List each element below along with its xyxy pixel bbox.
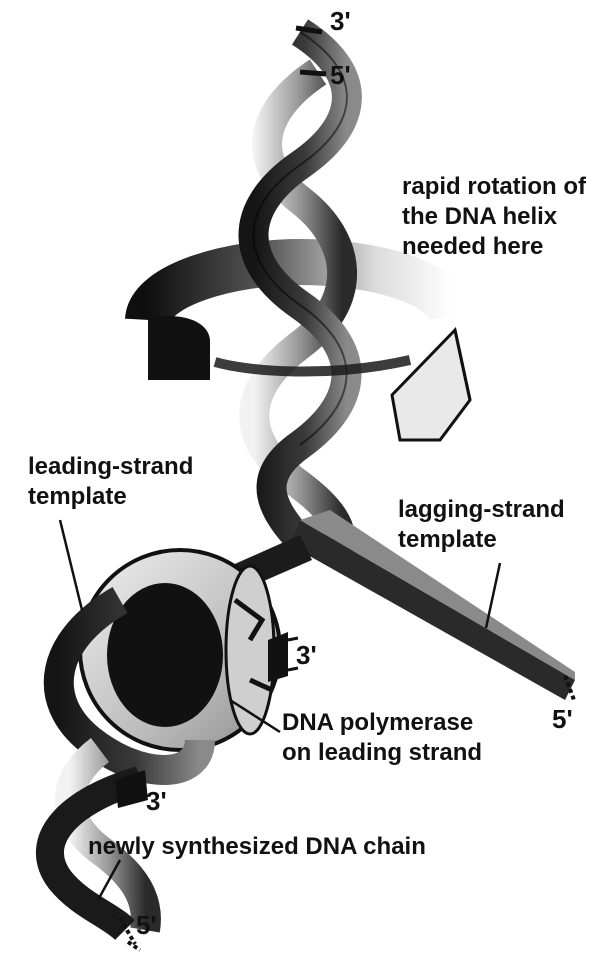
lagging-template-line-2: template — [398, 525, 565, 555]
top-5-prime-label: 5' — [330, 60, 351, 90]
polymerase-line-2: on leading strand — [282, 738, 482, 768]
leading-template-line-1: leading-strand — [28, 452, 193, 482]
lagging-template-line-1: lagging-strand — [398, 495, 565, 525]
top-3-prime-label: 3' — [330, 6, 351, 36]
clamp-3-prime-label: 3' — [296, 640, 317, 670]
bottom-5-prime-label: 5' — [136, 910, 157, 940]
rotation-note-line-3: needed here — [402, 232, 586, 262]
rotation-note-line-2: the DNA helix — [402, 202, 586, 232]
parental-dna-helix — [254, 28, 347, 560]
polymerase-label: DNA polymerase on leading strand — [282, 708, 482, 768]
lower-3-prime-label: 3' — [146, 786, 167, 816]
leading-template-line-2: template — [28, 482, 193, 512]
new-chain-text: newly synthesized DNA chain — [88, 833, 426, 860]
rotation-note-label: rapid rotation of the DNA helix needed h… — [402, 172, 586, 262]
lagging-template-label: lagging-strand template — [398, 495, 565, 555]
leading-template-label: leading-strand template — [28, 452, 193, 512]
new-chain-label: newly synthesized DNA chain — [88, 832, 426, 862]
rotation-note-line-1: rapid rotation of — [402, 172, 586, 202]
leader-line-leading — [60, 520, 82, 610]
rotation-arrow-front — [215, 360, 410, 372]
lagging-5-prime-label: 5' — [552, 704, 573, 734]
polymerase-line-1: DNA polymerase — [282, 708, 482, 738]
